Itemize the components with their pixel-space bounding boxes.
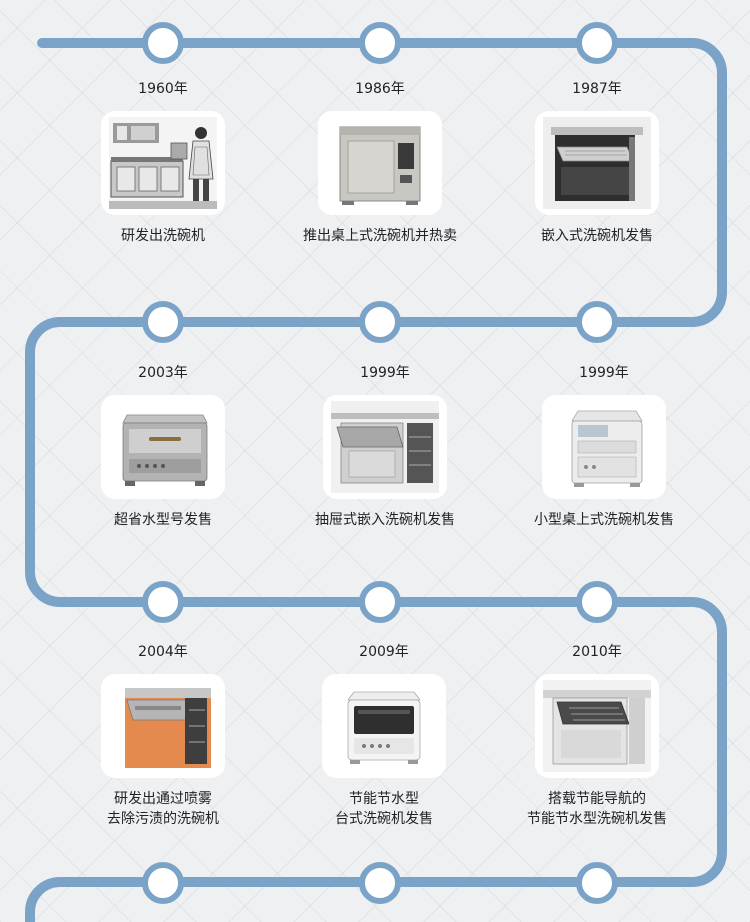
caption-line: 台式洗碗机发售	[335, 811, 433, 827]
timeline-caption: 研发出洗碗机	[53, 226, 273, 246]
caption-line: 节能节水型洗碗机发售	[527, 811, 667, 827]
timeline-node	[359, 862, 401, 904]
timeline-caption: 搭载节能导航的 节能节水型洗碗机发售	[487, 789, 707, 829]
product-image-frame	[535, 674, 659, 778]
caption-line: 超省水型号发售	[114, 512, 212, 528]
product-image-frame	[101, 395, 225, 499]
product-image-frame	[535, 111, 659, 215]
product-image-frame	[323, 395, 447, 499]
timeline-year: 2004年	[138, 644, 188, 660]
timeline-year: 1987年	[572, 81, 622, 97]
small-countertop-dishwasher-icon	[571, 410, 643, 487]
timeline-node	[576, 22, 618, 64]
timeline-caption: 研发出通过喷雾 去除污渍的洗碗机	[53, 789, 273, 829]
timeline-node	[142, 581, 184, 623]
timeline-caption: 超省水型号发售	[53, 510, 273, 530]
caption-line: 研发出通过喷雾	[114, 791, 212, 807]
countertop-dishwasher-icon	[339, 126, 421, 205]
caption-line: 节能节水型	[349, 791, 419, 807]
timeline-node	[142, 301, 184, 343]
caption-line: 小型桌上式洗碗机发售	[534, 512, 674, 528]
timeline-item: 2003年 超省水型号发售	[53, 364, 273, 530]
timeline-node	[576, 581, 618, 623]
product-image-frame	[542, 395, 666, 499]
timeline-node	[359, 22, 401, 64]
timeline-year: 1960年	[138, 81, 188, 97]
timeline-item: 1999年 小型桌上式洗碗机发售	[494, 364, 714, 530]
timeline-item: 2009年 节能节水型 台式洗碗机发售	[274, 643, 494, 829]
product-image-frame	[318, 111, 442, 215]
timeline-node	[359, 581, 401, 623]
compact-dishwasher-icon	[122, 414, 208, 486]
drawer-dishwasher-icon	[331, 401, 439, 493]
timeline-node	[359, 301, 401, 343]
timeline-caption: 抽屉式嵌入洗碗机发售	[275, 510, 495, 530]
timeline-node	[142, 22, 184, 64]
timeline-node	[576, 301, 618, 343]
timeline-item: 2010年 搭载节能导航的 节能节水型洗碗机发售	[487, 643, 707, 829]
spray-dishwasher-icon	[125, 688, 211, 768]
timeline-item: 2004年 研发出通过喷雾 去除污渍的洗碗机	[53, 643, 273, 829]
timeline-node	[142, 862, 184, 904]
caption-line: 嵌入式洗碗机发售	[541, 228, 653, 244]
timeline-caption: 推出桌上式洗碗机并热卖	[270, 226, 490, 246]
timeline-item: 1999年 抽屉式嵌入洗碗机发售	[275, 364, 495, 530]
timeline-caption: 节能节水型 台式洗碗机发售	[274, 789, 494, 829]
kitchen-photo-icon	[109, 117, 217, 209]
built-in-dishwasher-icon	[543, 117, 651, 209]
timeline-item: 1960年 研发出洗碗机	[53, 80, 273, 246]
timeline-node	[576, 862, 618, 904]
caption-line: 推出桌上式洗碗机并热卖	[303, 228, 457, 244]
product-image-frame	[101, 111, 225, 215]
timeline-caption: 小型桌上式洗碗机发售	[494, 510, 714, 530]
caption-line: 抽屉式嵌入洗碗机发售	[315, 512, 455, 528]
caption-line: 研发出洗碗机	[121, 228, 205, 244]
caption-line: 去除污渍的洗碗机	[107, 811, 219, 827]
eco-navi-dishwasher-icon	[543, 680, 651, 772]
timeline-year: 2010年	[572, 644, 622, 660]
timeline-item: 1987年 嵌入式洗碗机发售	[487, 80, 707, 246]
timeline-item: 1986年 推出桌上式洗碗机并热卖	[270, 80, 490, 246]
timeline-year: 1999年	[360, 365, 410, 381]
eco-countertop-dishwasher-icon	[347, 691, 421, 764]
timeline-caption: 嵌入式洗碗机发售	[487, 226, 707, 246]
caption-line: 搭载节能导航的	[548, 791, 646, 807]
timeline-year: 1999年	[579, 365, 629, 381]
timeline-year: 2003年	[138, 365, 188, 381]
timeline-year: 2009年	[359, 644, 409, 660]
product-image-frame	[322, 674, 446, 778]
product-image-frame	[101, 674, 225, 778]
timeline-year: 1986年	[355, 81, 405, 97]
